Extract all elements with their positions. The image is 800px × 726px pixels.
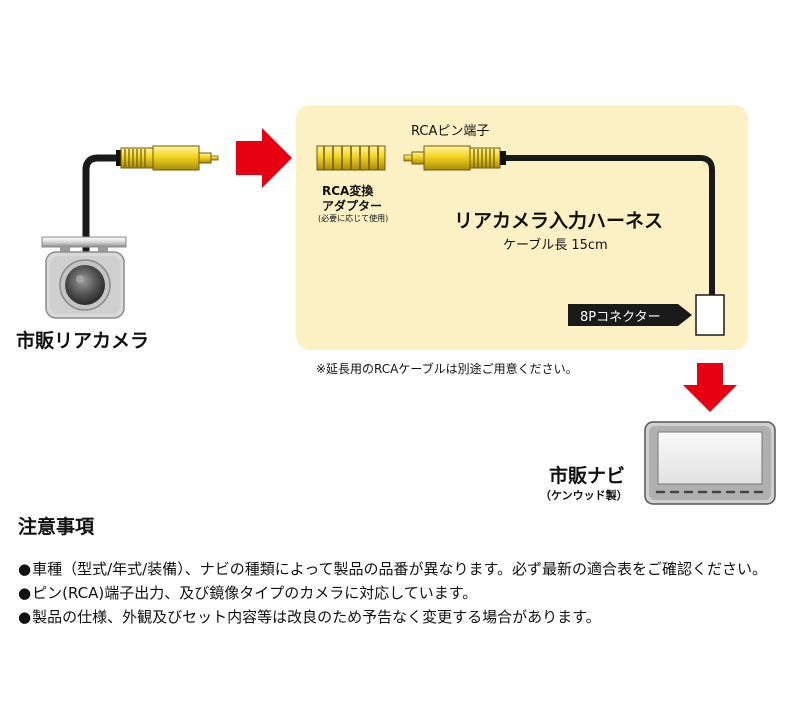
rca-adapter-note: (必要に応じて使用) (318, 214, 389, 223)
rca-adapter-label-2: アダプター (322, 199, 383, 213)
bullet-icon: ● (18, 584, 32, 602)
camera-cable (82, 154, 122, 254)
note-text: 車種（型式/年式/装備）、ナビの種類によって製品の品番が異なります。必ず最新の適… (32, 560, 768, 578)
connector-label-box (568, 304, 692, 326)
note-item: ●製品の仕様、外観及びセット内容等は改良のため予告なく変更する場合があります。 (18, 605, 767, 629)
harness-panel (296, 105, 748, 350)
harness-cable (500, 155, 715, 295)
arrow-right-icon (236, 128, 292, 188)
bullet-icon: ● (18, 560, 32, 578)
note-item: ●車種（型式/年式/装備）、ナビの種類によって製品の品番が異なります。必ず最新の… (18, 557, 767, 581)
rca-plug-harness-icon (403, 145, 506, 171)
camera-label: 市販リアカメラ (16, 330, 150, 352)
navi-monitor-icon (644, 421, 776, 505)
note-text: ピン(RCA)端子出力、及び鏡像タイプのカメラに対応しています。 (32, 584, 478, 602)
notes-section: 注意事項 ●車種（型式/年式/装備）、ナビの種類によって製品の品番が異なります。… (18, 512, 767, 629)
note-text: 製品の仕様、外観及びセット内容等は改良のため予告なく変更する場合があります。 (32, 608, 601, 626)
footnote: ※延長用のRCAケーブルは別途ご用意ください。 (316, 362, 578, 376)
rca-adapter-icon (316, 145, 386, 171)
notes-title: 注意事項 (18, 516, 95, 538)
cable-length: ケーブル長 15cm (503, 238, 608, 253)
arrow-down-icon (683, 363, 737, 412)
note-item: ●ピン(RCA)端子出力、及び鏡像タイプのカメラに対応しています。 (18, 581, 767, 605)
connector-8p-icon (695, 294, 725, 336)
navi-label: 市販ナビ (549, 465, 626, 487)
connector-label: 8Pコネクター (580, 310, 661, 325)
navi-brand: （ケンウッド製） (540, 489, 628, 502)
harness-title: リアカメラ入力ハーネス (454, 210, 664, 232)
rca-adapter-label: RCA変換 (322, 184, 374, 198)
rca-pin-terminal-label: RCAピン端子 (411, 124, 490, 139)
bullet-icon: ● (18, 608, 32, 626)
rca-plug-icon (116, 145, 219, 171)
rear-camera-icon (41, 236, 127, 319)
